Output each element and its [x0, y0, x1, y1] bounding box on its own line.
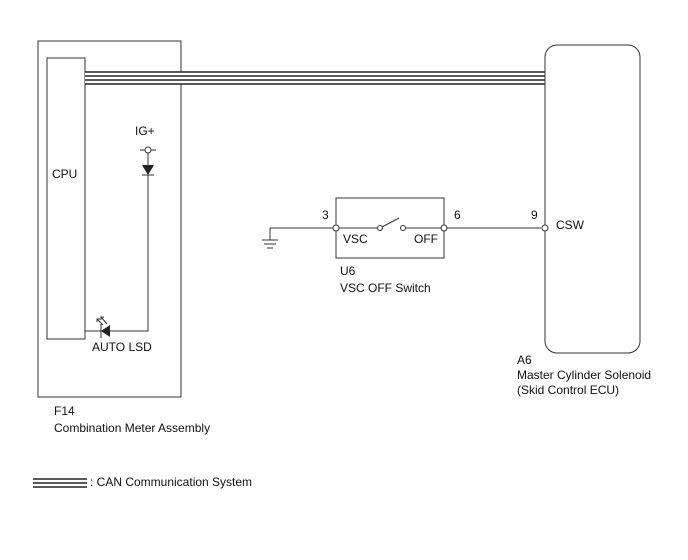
skid-control-ecu-box: [544, 44, 641, 354]
pin-3-label: 3: [322, 208, 329, 222]
pin-9-connector: [541, 224, 549, 232]
meter-code: F14: [54, 404, 75, 418]
can-legend-symbol: [33, 478, 87, 488]
switch-name: VSC OFF Switch: [340, 281, 431, 295]
indicator-wire: [110, 175, 149, 332]
cpu-label: CPU: [52, 167, 77, 181]
pin-6-label: 6: [454, 208, 461, 222]
ig-power-terminal: [140, 146, 156, 165]
ground-icon: [262, 228, 278, 249]
pin-9-label: 9: [531, 208, 538, 222]
switch-code: U6: [340, 264, 356, 278]
pin-6-connector: [440, 224, 448, 232]
ecu-name: Master Cylinder Solenoid: [517, 368, 651, 382]
auto-lsd-label: AUTO LSD: [92, 340, 152, 354]
switch-contact-icon: [339, 217, 441, 231]
can-bus-line: [85, 71, 545, 85]
ig-plus-label: IG+: [135, 124, 155, 138]
led-icon: [85, 316, 110, 338]
off-terminal-label: OFF: [414, 232, 438, 246]
vsc-terminal-label: VSC: [343, 232, 368, 246]
meter-name: Combination Meter Assembly: [54, 421, 210, 435]
ecu-subname: (Skid Control ECU): [517, 383, 619, 397]
can-legend-label: : CAN Communication System: [90, 475, 252, 489]
cpu-box: [46, 57, 86, 340]
csw-terminal-label: CSW: [556, 218, 585, 232]
ecu-code: A6: [517, 353, 532, 367]
pin-3-connector: [332, 224, 340, 232]
